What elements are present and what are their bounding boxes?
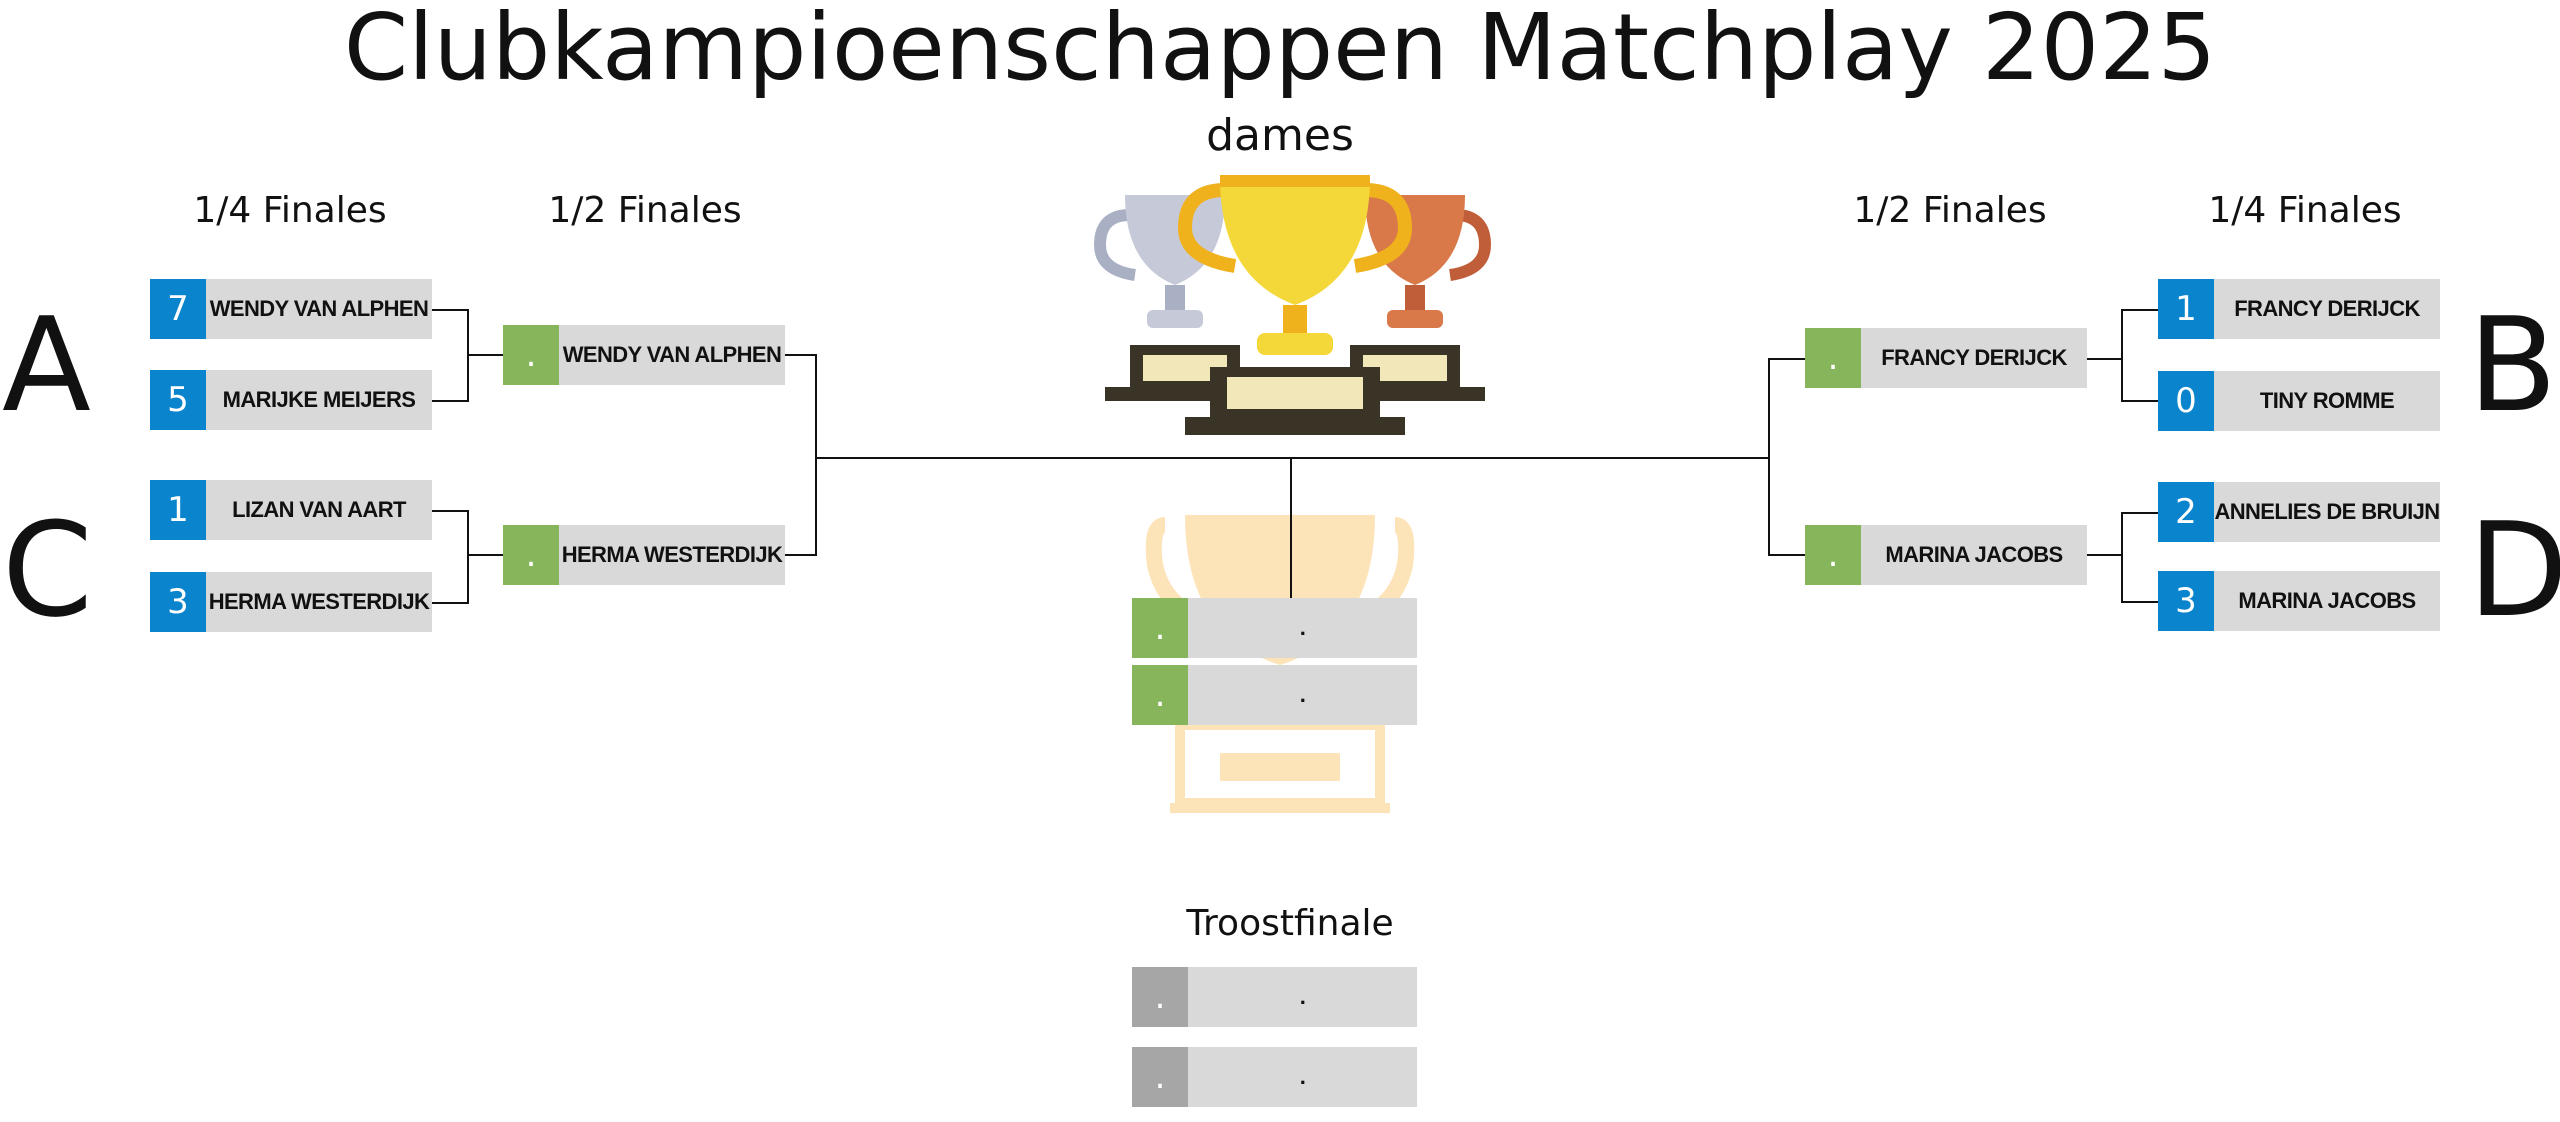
quarterfinal-b-slot-2[interactable]: 0 TINY ROMME <box>2158 371 2440 431</box>
bracket-line <box>2121 512 2158 514</box>
bracket-line <box>467 510 469 604</box>
bracket-line <box>467 354 503 356</box>
score-box: 1 <box>2158 279 2214 339</box>
player-name: . <box>1188 1047 1417 1107</box>
page-title: Clubkampioenschappen Matchplay 2025 <box>343 0 2217 101</box>
quarterfinal-d-slot-1[interactable]: 2 ANNELIES DE BRUIJN <box>2158 482 2440 542</box>
final-slot-1[interactable]: . . <box>1132 598 1417 658</box>
bracket-line <box>1768 358 1805 360</box>
score-box: 3 <box>2158 571 2214 631</box>
group-letter-a: A <box>2 289 91 441</box>
bracket-line <box>2087 554 2123 556</box>
semifinal-left-slot-1[interactable]: . WENDY VAN ALPHEN <box>503 325 785 385</box>
consolation-final-label: Troostfinale <box>1186 903 1394 944</box>
bracket-line <box>1768 554 1805 556</box>
player-name: MARIJKE MEIJERS <box>206 370 432 430</box>
player-name: TINY ROMME <box>2214 371 2440 431</box>
bracket-line <box>2121 601 2158 603</box>
bracket-line <box>467 554 503 556</box>
player-name: FRANCY DERIJCK <box>1861 328 2087 388</box>
group-letter-c: C <box>2 494 93 646</box>
score-box: 1 <box>150 480 206 540</box>
bracket-line <box>2121 309 2123 402</box>
quarterfinal-d-slot-2[interactable]: 3 MARINA JACOBS <box>2158 571 2440 631</box>
score-box: 0 <box>2158 371 2214 431</box>
right-semifinals-label: 1/2 Finales <box>1853 190 2047 231</box>
score-box: . <box>1132 1047 1188 1107</box>
trophies-podium-icon <box>1093 175 1492 435</box>
score-box: . <box>503 325 559 385</box>
bracket-line <box>432 309 469 311</box>
bracket-line <box>2121 512 2123 603</box>
score-box: 7 <box>150 279 206 339</box>
quarterfinal-b-slot-1[interactable]: 1 FRANCY DERIJCK <box>2158 279 2440 339</box>
score-box: . <box>1132 665 1188 725</box>
player-name: MARINA JACOBS <box>1861 525 2087 585</box>
player-name: HERMA WESTERDIJK <box>206 572 432 632</box>
player-name: . <box>1188 967 1417 1027</box>
player-name: WENDY VAN ALPHEN <box>206 279 432 339</box>
player-name: MARINA JACOBS <box>2214 571 2440 631</box>
left-quarterfinals-label: 1/4 Finales <box>193 190 387 231</box>
score-box: 3 <box>150 572 206 632</box>
bracket-line <box>815 457 1770 459</box>
bracket-line <box>815 354 817 556</box>
bracket-line <box>1768 358 1770 556</box>
bracket-line <box>785 354 817 356</box>
bracket-line <box>2121 400 2158 402</box>
score-box: . <box>503 525 559 585</box>
category-subtitle: dames <box>1206 110 1354 161</box>
player-name: ANNELIES DE BRUIJN <box>2214 482 2440 542</box>
left-semifinals-label: 1/2 Finales <box>548 190 742 231</box>
score-box: . <box>1805 525 1861 585</box>
semifinal-right-slot-1[interactable]: . FRANCY DERIJCK <box>1805 328 2087 388</box>
player-name: . <box>1188 598 1417 658</box>
score-box: 5 <box>150 370 206 430</box>
right-quarterfinals-label: 1/4 Finales <box>2208 190 2402 231</box>
bracket-line <box>432 400 469 402</box>
gold-trophy-icon <box>1177 175 1413 435</box>
bracket-line <box>432 602 469 604</box>
score-box: . <box>1132 598 1188 658</box>
bracket-line <box>2121 309 2158 311</box>
semifinal-left-slot-2[interactable]: . HERMA WESTERDIJK <box>503 525 785 585</box>
bracket-line <box>785 554 817 556</box>
final-slot-2[interactable]: . . <box>1132 665 1417 725</box>
player-name: WENDY VAN ALPHEN <box>559 325 785 385</box>
quarterfinal-c-slot-2[interactable]: 3 HERMA WESTERDIJK <box>150 572 432 632</box>
quarterfinal-a-slot-1[interactable]: 7 WENDY VAN ALPHEN <box>150 279 432 339</box>
score-box: . <box>1805 328 1861 388</box>
bracket-line <box>432 510 469 512</box>
bracket-line <box>1290 457 1292 598</box>
player-name: LIZAN VAN AART <box>206 480 432 540</box>
player-name: FRANCY DERIJCK <box>2214 279 2440 339</box>
semifinal-right-slot-2[interactable]: . MARINA JACOBS <box>1805 525 2087 585</box>
score-box: 2 <box>2158 482 2214 542</box>
player-name: . <box>1188 665 1417 725</box>
quarterfinal-a-slot-2[interactable]: 5 MARIJKE MEIJERS <box>150 370 432 430</box>
quarterfinal-c-slot-1[interactable]: 1 LIZAN VAN AART <box>150 480 432 540</box>
consolation-slot-2[interactable]: . . <box>1132 1047 1417 1107</box>
consolation-slot-1[interactable]: . . <box>1132 967 1417 1027</box>
bracket-line <box>2087 358 2123 360</box>
group-letter-d: D <box>2468 494 2560 646</box>
score-box: . <box>1132 967 1188 1027</box>
player-name: HERMA WESTERDIJK <box>559 525 785 585</box>
group-letter-b: B <box>2468 289 2558 441</box>
